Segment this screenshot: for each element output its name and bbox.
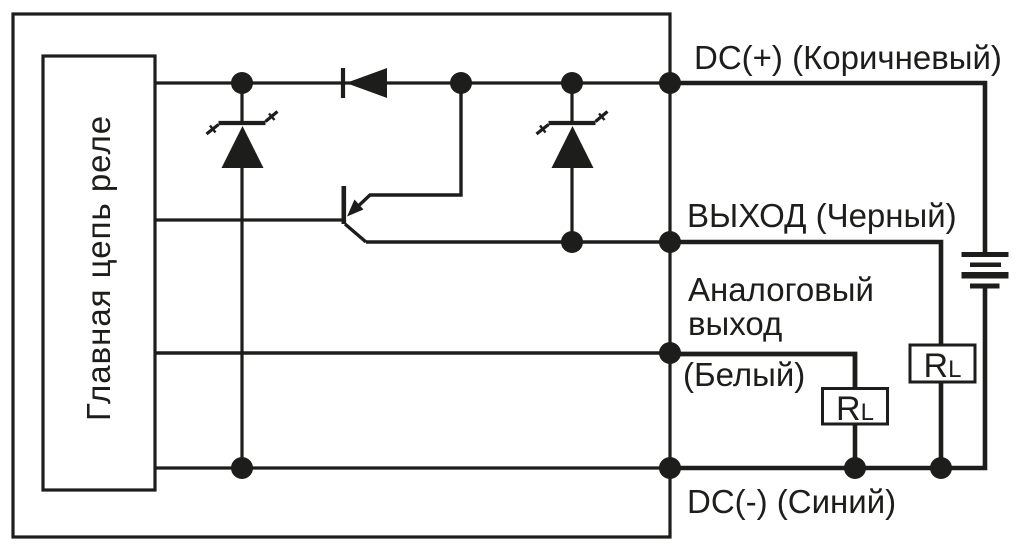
pnp-transistor-symbol (341, 186, 368, 244)
junction-dot (659, 457, 681, 479)
junction-dot (231, 457, 253, 479)
load-resistor-1-box (821, 387, 889, 426)
transistor-bar (341, 186, 347, 224)
label-analog-line1: Аналоговый (688, 271, 874, 308)
enclosure-outline (11, 12, 672, 539)
relay-box-outline (41, 54, 157, 492)
zener-diode-symbol-1 (205, 83, 279, 468)
junction-dots (231, 72, 952, 479)
junction-dot (561, 72, 583, 94)
diode-triangle (346, 68, 387, 98)
junction-dot (659, 342, 681, 364)
resistor-symbol: R (923, 347, 949, 385)
battery-symbol (961, 252, 1009, 289)
wire-transistor-collector (350, 83, 463, 214)
resistor-symbol: R (836, 390, 861, 428)
label-analog-line2: выход (688, 305, 783, 342)
transistor-arrow (347, 199, 364, 217)
label-dc-minus: DC(-) (Синий) (687, 483, 897, 520)
wire-output-external (670, 239, 944, 345)
junction-dot (659, 231, 681, 253)
junction-dot (930, 457, 952, 479)
junction-dot (659, 72, 681, 94)
zener-triangle (551, 126, 594, 168)
zener-triangle (221, 126, 264, 168)
relay-box-label: Главная цепь реле (80, 114, 117, 422)
load-resistor-2-box (908, 343, 977, 384)
wire-dc-minus-external (670, 288, 988, 471)
junction-dot (450, 72, 472, 94)
blocking-diode-symbol (340, 68, 387, 98)
label-dc-plus: DC(+) (Коричневый) (694, 39, 1002, 76)
resistor-subscript: L (948, 356, 962, 383)
resistor-subscript: L (860, 399, 874, 426)
label-output: ВЫХОД (Черный) (687, 197, 957, 234)
transistor-emitter-diagonal (343, 222, 368, 244)
wire-dc-plus-external (670, 80, 988, 252)
junction-dot (231, 72, 253, 94)
label-analog-line3: (Белый) (683, 356, 806, 393)
junction-dot (844, 457, 866, 479)
wire-analog-external (670, 351, 858, 388)
zener-diode-symbol-2 (535, 83, 609, 242)
junction-dot (561, 231, 583, 253)
